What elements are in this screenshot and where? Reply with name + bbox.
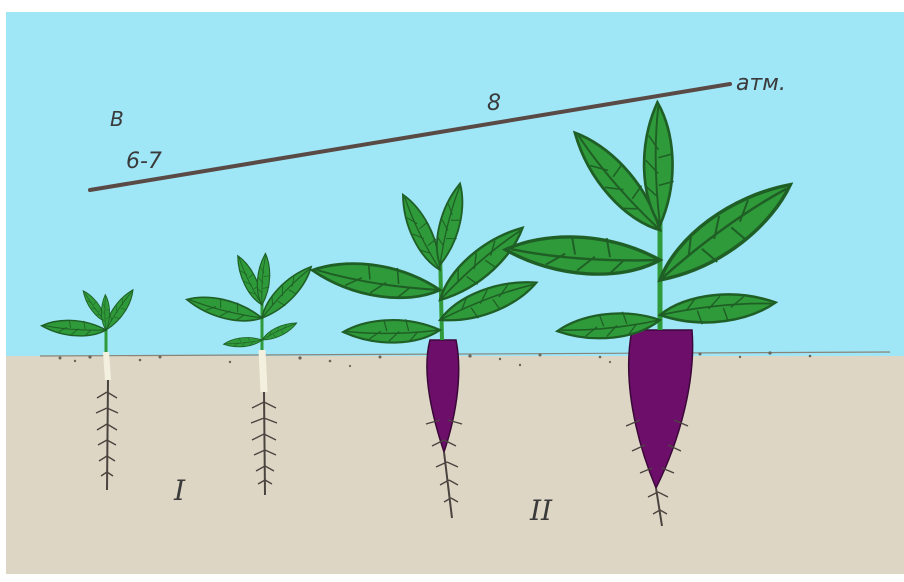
plant-2-root-neck — [262, 350, 264, 392]
label-pressure-high: 8 — [487, 91, 501, 116]
plant-1-root-neck — [106, 352, 108, 380]
label-pressure-low: 6-7 — [126, 149, 162, 174]
label-group-two: II — [529, 494, 553, 527]
label-group-one: I — [173, 474, 186, 507]
plant-1-taproot — [107, 380, 108, 490]
label-unit: атм. — [736, 71, 786, 96]
label-corner: B — [110, 107, 124, 131]
